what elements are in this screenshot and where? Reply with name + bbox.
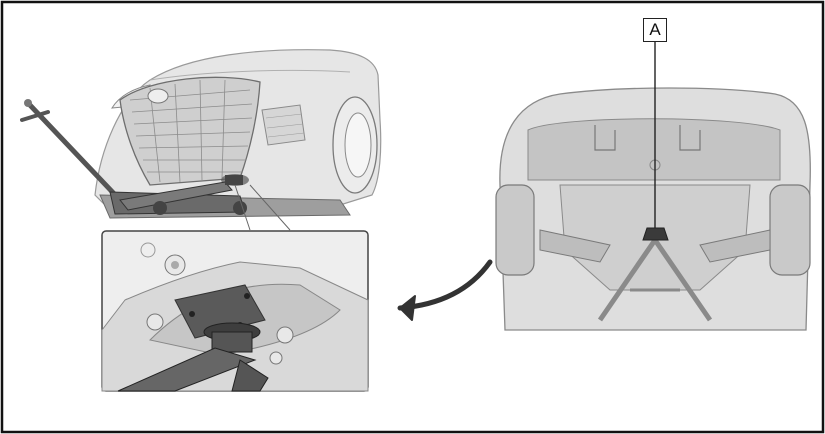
jack-point-closeup-illustration bbox=[102, 231, 368, 391]
callout-label-a: A bbox=[643, 18, 667, 42]
